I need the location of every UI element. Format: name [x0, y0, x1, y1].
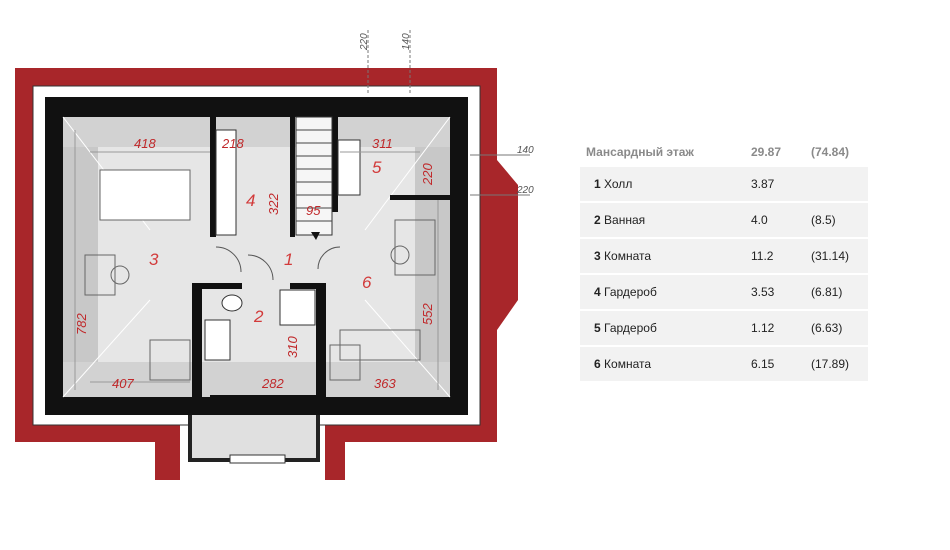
stair: [295, 116, 333, 236]
slope-zone-top: [63, 117, 450, 147]
floor-name: Мансардный этаж: [586, 145, 694, 159]
slope-zone-left: [63, 117, 98, 397]
room-total-cell: [805, 167, 868, 201]
room-total-cell: (6.63): [805, 311, 868, 345]
room-total-cell: (31.14): [805, 239, 868, 273]
stair-arrow: [311, 232, 320, 240]
slope-zone-right: [415, 117, 450, 397]
table-row: 1 Холл 3.87: [580, 167, 868, 201]
attic-floor-plan: 220 140 140 220 418 218 311 95 322 220 7…: [15, 30, 534, 480]
dim-top-left: 418: [134, 136, 156, 151]
table-row: 6 Комната 6.15 (17.89): [580, 347, 868, 381]
floor-total-area: (74.84): [811, 145, 850, 159]
dim-bath-height: 310: [285, 336, 300, 358]
room-area-cell: 4.0: [745, 203, 805, 237]
room-label-6: 6: [362, 273, 372, 292]
dim-top-right: 311: [372, 136, 393, 151]
bathtub: [279, 289, 316, 326]
room-name-cell: 2 Ванная: [580, 203, 745, 237]
dim-top-mid: 218: [221, 136, 244, 151]
room-name-cell: 1 Холл: [580, 167, 745, 201]
external-dim-lines: [367, 30, 530, 196]
room-area-table: Мансардный этаж 29.87 (74.84) 1 Холл 3.8…: [580, 140, 868, 383]
dim-right-top: 220: [420, 163, 435, 186]
wardrobe-4: [215, 129, 237, 236]
room-total-cell: (8.5): [805, 203, 868, 237]
door-swings: [215, 246, 341, 281]
dim-bottom-left: 407: [112, 376, 134, 391]
room-area-cell: 6.15: [745, 347, 805, 381]
room-label-2: 2: [253, 307, 264, 326]
shower: [204, 319, 231, 361]
furniture: [84, 169, 436, 381]
room-label-1: 1: [284, 250, 293, 269]
room-total-cell: (6.81): [805, 275, 868, 309]
wardrobe-5: [337, 139, 361, 196]
room-name-cell: 5 Гардероб: [580, 311, 745, 345]
toilet: [221, 294, 243, 312]
table-header-row: Мансардный этаж 29.87 (74.84): [580, 142, 868, 165]
room-name-cell: 6 Комната: [580, 347, 745, 381]
ext-dim-top-1: 220: [359, 33, 370, 51]
room-label-3: 3: [149, 250, 159, 269]
room-area-cell: 11.2: [745, 239, 805, 273]
room-area-cell: 1.12: [745, 311, 805, 345]
stair-treads: [296, 129, 332, 222]
dim-closet-height: 322: [266, 193, 281, 215]
floor-area: [63, 117, 450, 397]
room-label-4: 4: [246, 191, 255, 210]
ext-dim-right-1: 140: [517, 145, 534, 156]
interior-walls: [192, 117, 450, 399]
dim-bottom-right: 363: [374, 376, 396, 391]
room-area-cell: 3.87: [745, 167, 805, 201]
table-row: 4 Гардероб 3.53 (6.81): [580, 275, 868, 309]
room-name-cell: 3 Комната: [580, 239, 745, 273]
dim-stair-width: 95: [306, 203, 321, 218]
room-area-cell: 3.53: [745, 275, 805, 309]
room-label-5: 5: [372, 158, 382, 177]
table-row: 3 Комната 11.2 (31.14): [580, 239, 868, 273]
table-row: 5 Гардероб 1.12 (6.63): [580, 311, 868, 345]
room-total-cell: (17.89): [805, 347, 868, 381]
ext-dim-top-2: 140: [401, 33, 412, 50]
dim-left-side: 782: [74, 313, 89, 335]
table-row: 2 Ванная 4.0 (8.5): [580, 203, 868, 237]
slope-zone-bottom: [63, 362, 450, 397]
balcony-rail: [229, 454, 286, 464]
dim-right-side: 552: [420, 303, 435, 325]
dim-lines: [74, 130, 439, 390]
room-name-cell: 4 Гардероб: [580, 275, 745, 309]
floor-area: 29.87: [751, 145, 782, 159]
dim-bottom-mid: 282: [261, 376, 284, 391]
ext-dim-right-2: 220: [516, 185, 534, 196]
